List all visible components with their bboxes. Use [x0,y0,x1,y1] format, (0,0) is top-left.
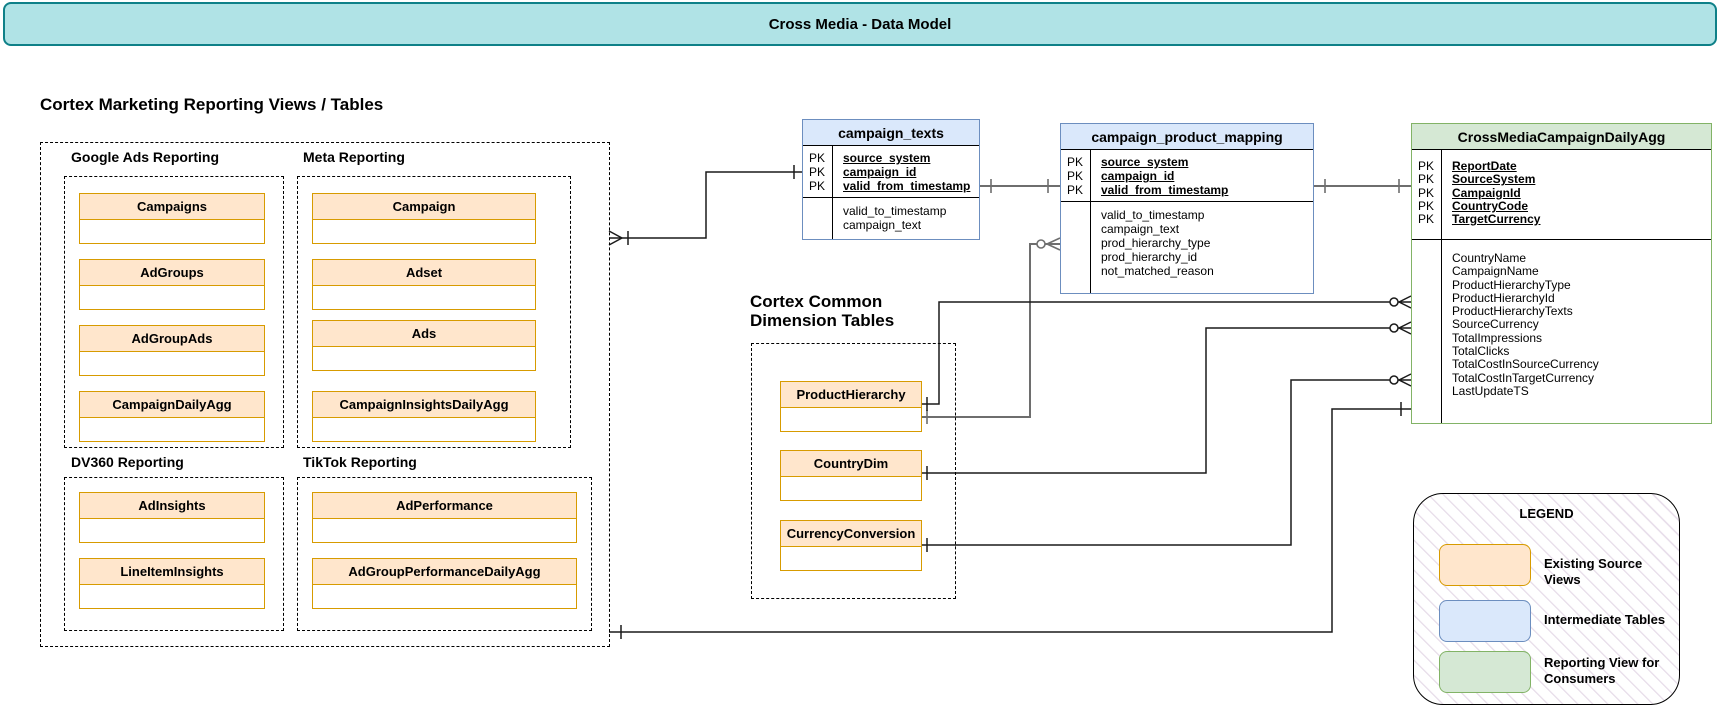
view-body [313,286,535,309]
google-ads-group-box [64,176,284,448]
view-title: CampaignInsightsDailyAgg [313,392,535,418]
table-currencyconversion: CurrencyConversion [780,520,922,571]
view-adgroupads: AdGroupAds [79,325,265,376]
legend-title: LEGEND [1519,506,1574,521]
dv360-group-box [64,477,284,631]
group-label-meta: Meta Reporting [303,149,405,165]
legend-label: Reporting View for Consumers [1544,655,1660,686]
table-fields: CountryName CampaignName ProductHierarch… [1452,251,1599,398]
view-body [80,286,264,309]
title-banner: Cross Media - Data Model [3,2,1717,46]
dimension-heading-line1: Cortex Common [750,292,883,311]
view-body [313,418,535,441]
view-title: Campaign [313,194,535,220]
table-title: ProductHierarchy [781,382,921,408]
group-label-google-ads: Google Ads Reporting [71,149,220,165]
group-label-dv360: DV360 Reporting [71,454,184,470]
table-campaign-product-mapping: campaign_product_mapping PK PK PK source… [1060,123,1314,294]
view-adset: Adset [312,259,536,310]
view-campaigndailyagg: CampaignDailyAgg [79,391,265,442]
pk-fields: ReportDate SourceSystem CampaignId Count… [1442,150,1711,240]
table-countrydim: CountryDim [780,450,922,501]
legend-swatch-intermediate-tables [1439,600,1531,642]
view-body [80,220,264,243]
table-title: campaign_texts [803,120,979,146]
view-body [80,519,264,542]
pk-fields: source_system campaign_id valid_from_tim… [833,146,979,198]
view-title: AdPerformance [313,493,576,519]
pk-column: PK PK PK [1061,150,1091,202]
legend-swatch-reporting-view [1439,651,1531,693]
legend: LEGEND Existing Source Views Intermediat… [1413,493,1680,705]
table-fields: valid_to_timestamp campaign_text [843,204,947,232]
view-title: AdGroupAds [80,326,264,352]
view-campaigninsightsdailyagg: CampaignInsightsDailyAgg [312,391,536,442]
view-body [313,220,535,243]
marketing-section-heading: Cortex Marketing Reporting Views / Table… [40,95,384,114]
dimension-section-heading: Cortex Common Dimension Tables [750,292,894,330]
table-producthierarchy: ProductHierarchy [780,381,922,432]
marketing-group-box [40,142,610,647]
table-title: campaign_product_mapping [1061,124,1313,150]
view-body [80,585,264,608]
dimension-heading-line2: Dimension Tables [750,311,895,330]
table-fields: valid_to_timestamp campaign_text prod_hi… [1101,208,1214,278]
view-title: LineItemInsights [80,559,264,585]
pk-fields: source_system campaign_id valid_from_tim… [1091,150,1313,202]
table-body [781,547,921,570]
view-campaigns: Campaigns [79,193,265,244]
view-lineiteminsights: LineItemInsights [79,558,265,609]
tiktok-group-box [297,477,592,631]
view-body [313,347,535,370]
table-title: CurrencyConversion [781,521,921,547]
table-body [781,477,921,500]
dimension-group-box [751,343,956,599]
table-body [781,408,921,431]
view-body [80,352,264,375]
view-adinsights: AdInsights [79,492,265,543]
view-adgroups: AdGroups [79,259,265,310]
legend-swatch-existing-source-views [1439,544,1531,586]
view-title: Campaigns [80,194,264,220]
view-body [313,519,576,542]
table-crossmediacampaigndailyagg: CrossMediaCampaignDailyAgg PK PK PK PK P… [1411,123,1712,424]
view-campaign: Campaign [312,193,536,244]
view-title: Ads [313,321,535,347]
legend-label: Intermediate Tables [1544,612,1666,627]
view-adperformance: AdPerformance [312,492,577,543]
view-title: AdGroups [80,260,264,286]
table-title: CrossMediaCampaignDailyAgg [1412,124,1711,150]
meta-group-box [297,176,571,448]
group-label-tiktok: TikTok Reporting [303,454,417,470]
legend-label: Existing Source Views [1544,556,1643,587]
pk-column: PK PK PK PK PK [1412,150,1442,240]
view-title: CampaignDailyAgg [80,392,264,418]
view-title: AdInsights [80,493,264,519]
view-body [80,418,264,441]
pk-column: PK PK PK [803,146,833,198]
diagram-title: Cross Media - Data Model [768,15,952,33]
view-title: Adset [313,260,535,286]
view-body [313,585,576,608]
view-ads: Ads [312,320,536,371]
view-title: AdGroupPerformanceDailyAgg [313,559,576,585]
view-adgroupperformancedailyagg: AdGroupPerformanceDailyAgg [312,558,577,609]
table-title: CountryDim [781,451,921,477]
table-campaign-texts: campaign_texts PK PK PK source_system ca… [802,119,980,240]
